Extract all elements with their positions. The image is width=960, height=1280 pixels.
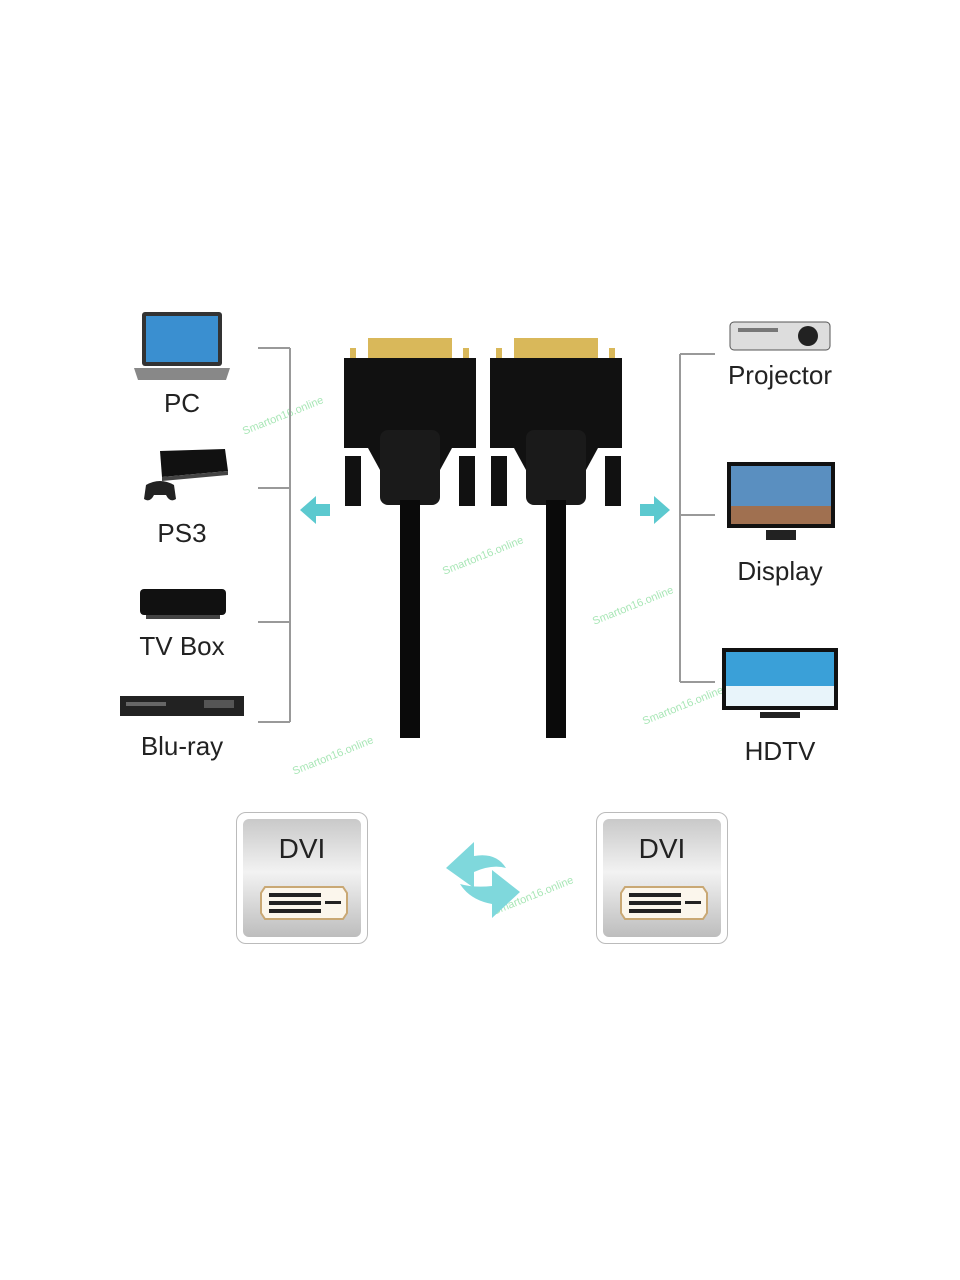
display-label-hdtv: HDTV xyxy=(744,736,816,766)
monitor-icon xyxy=(727,462,835,540)
dvi-connector-left xyxy=(344,338,476,738)
arrow-left-icon xyxy=(300,496,330,524)
arrow-right-icon xyxy=(640,496,670,524)
right-bracket xyxy=(679,353,715,683)
projector-icon xyxy=(729,321,831,351)
source-label-bluray: Blu-ray xyxy=(140,731,224,761)
laptop-icon xyxy=(134,312,230,380)
game-console-icon xyxy=(144,449,228,501)
source-label-ps3: PS3 xyxy=(157,518,207,548)
port-label: DVI xyxy=(278,833,326,864)
dvi-connector-right xyxy=(490,338,622,738)
dvi-port-card-left: DVI xyxy=(236,812,368,944)
bidirectional-arrows-icon xyxy=(446,842,520,918)
tv-icon xyxy=(722,648,838,718)
dvi-port-icon xyxy=(620,886,708,920)
port-label: DVI xyxy=(638,833,686,864)
source-label-pc: PC xyxy=(163,388,201,418)
bluray-player-icon xyxy=(120,696,244,716)
dvi-port-icon xyxy=(260,886,348,920)
display-label-projector: Projector xyxy=(727,360,833,390)
connection-diagram xyxy=(258,338,715,918)
source-label-tvbox: TV Box xyxy=(139,631,225,661)
left-bracket xyxy=(258,347,291,723)
display-label-display: Display xyxy=(737,556,823,586)
tv-box-icon xyxy=(140,589,226,619)
dvi-port-card-right: DVI xyxy=(596,812,728,944)
